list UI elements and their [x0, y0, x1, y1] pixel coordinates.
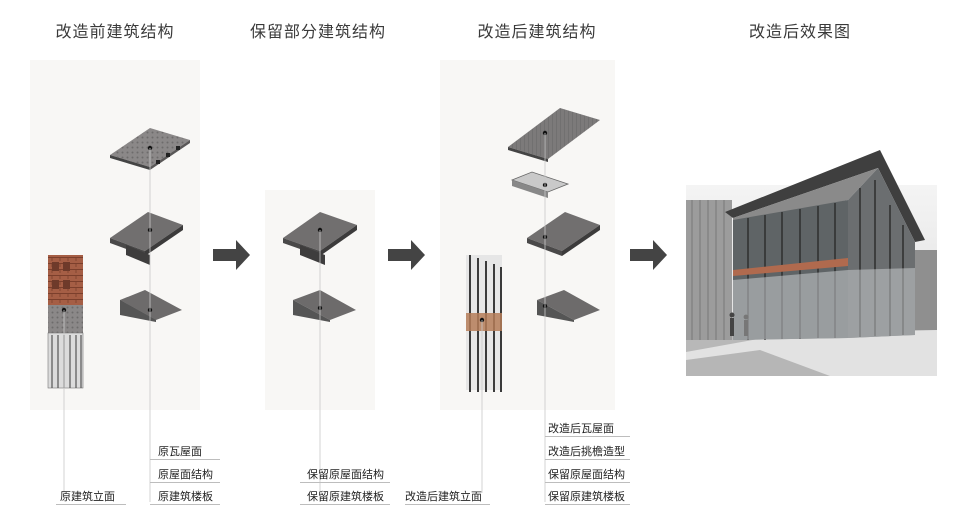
before-tile-roof: [110, 128, 190, 170]
title-retained: 保留部分建筑结构: [249, 22, 386, 41]
label-before-tile-roof: 原瓦屋面: [158, 445, 202, 458]
label-after-facade: 改造后建筑立面: [405, 490, 482, 503]
arrow-3: [630, 240, 667, 270]
label-before-facade: 原建筑立面: [60, 490, 115, 503]
title-after: 改造后建筑结构: [477, 22, 597, 41]
after-floor-slab: [537, 290, 600, 322]
arrow-2: [388, 240, 425, 270]
title-render: 改造后效果图: [748, 22, 851, 41]
label-after-eave: 改造后挑檐造型: [548, 445, 625, 458]
after-facade: [466, 255, 502, 392]
label-after-tile-roof: 改造后瓦屋面: [548, 422, 614, 435]
arrow-1: [213, 240, 250, 270]
label-after-roof-structure: 保留原屋面结构: [548, 468, 625, 481]
title-before: 改造前建筑结构: [55, 22, 175, 41]
before-floor-slab: [120, 290, 182, 322]
label-after-floor-slab: 保留原建筑楼板: [548, 490, 625, 503]
render-image: [686, 150, 937, 376]
retained-floor-slab: [293, 290, 356, 322]
after-eave: [510, 171, 570, 198]
label-retained-floor-slab: 保留原建筑楼板: [307, 490, 384, 503]
before-roof-structure: [110, 212, 183, 265]
label-before-floor-slab: 原建筑楼板: [158, 490, 213, 503]
before-facade: [47, 255, 84, 389]
label-retained-roof-structure: 保留原屋面结构: [307, 468, 384, 481]
label-before-roof-structure: 原屋面结构: [158, 468, 213, 481]
